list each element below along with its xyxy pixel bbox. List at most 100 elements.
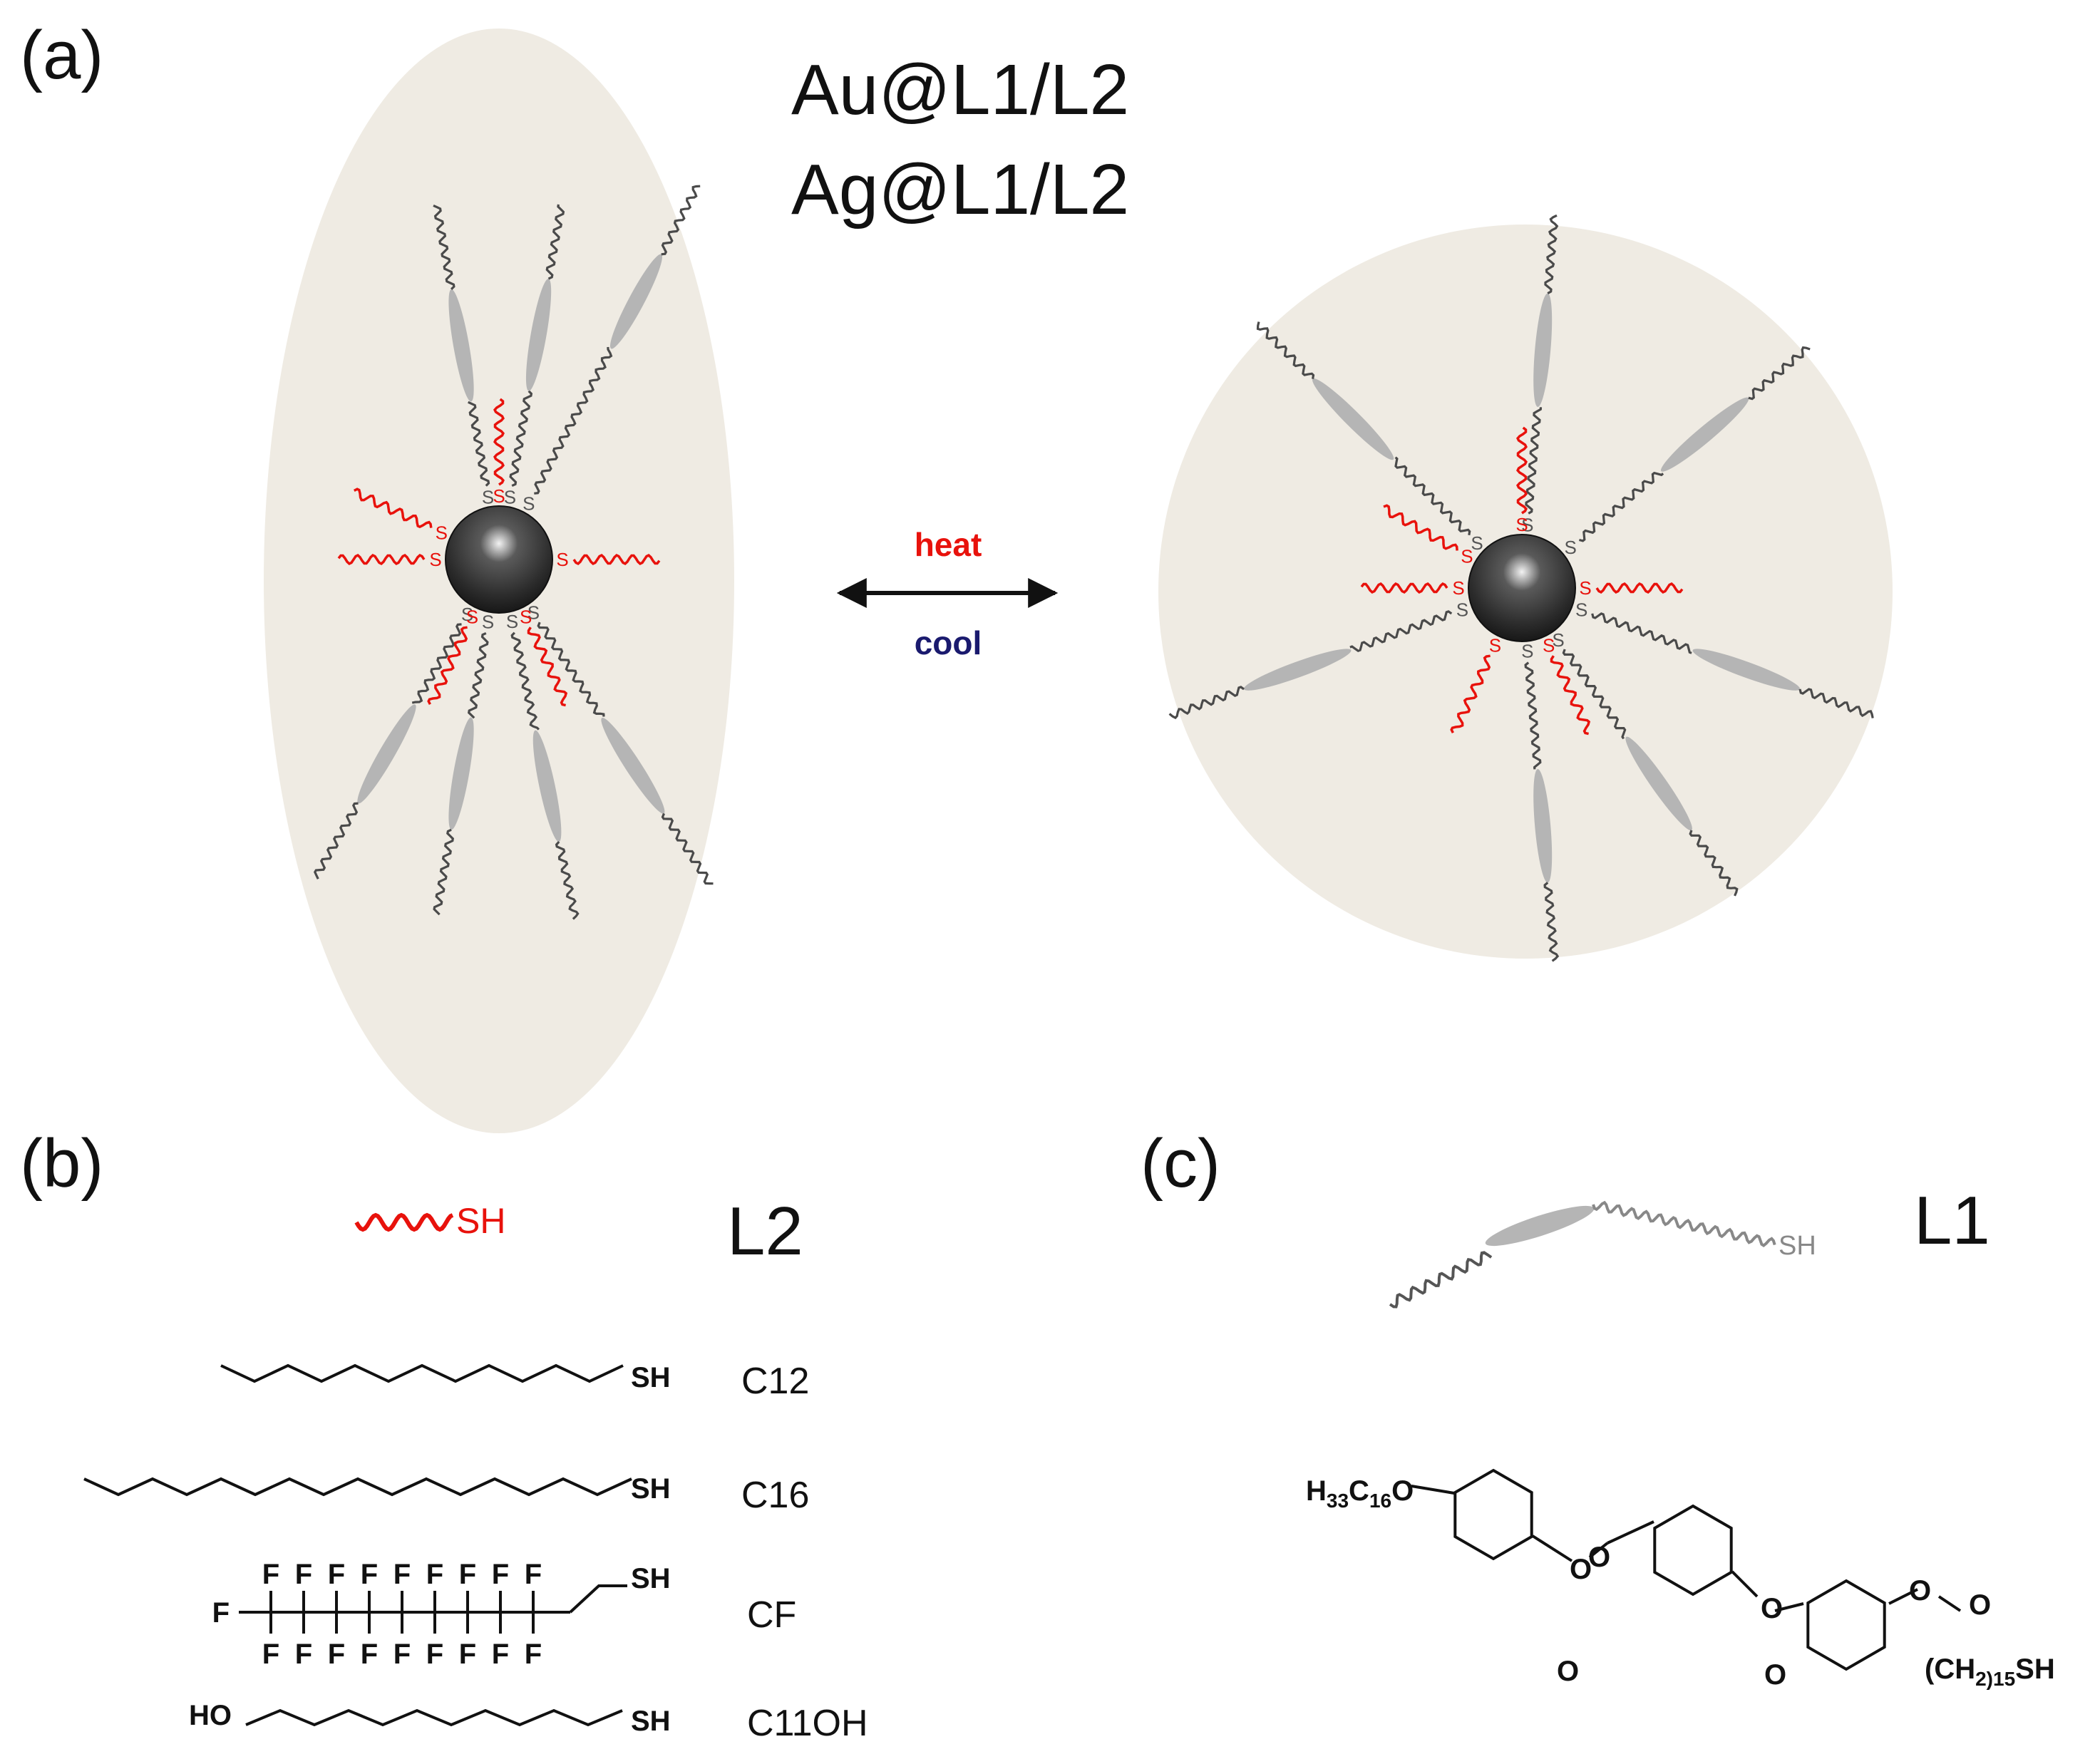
l1-outer-chain <box>555 841 580 920</box>
mesogen-rod <box>1692 649 1801 691</box>
cf-f-top: F <box>426 1559 443 1590</box>
mesogen-rod <box>1533 769 1553 883</box>
cf-f-top: F <box>525 1559 542 1590</box>
l2-chain <box>1360 582 1448 594</box>
l1-outer-chain <box>314 802 359 880</box>
panel-c-label: (c) <box>1141 1125 1220 1202</box>
sulfur-label: S <box>520 607 532 628</box>
cf-f-bottom: F <box>426 1639 443 1670</box>
c12-structure <box>220 1363 624 1383</box>
c11oh-zigzag <box>245 1708 623 1727</box>
l1-o-4: O <box>1764 1659 1786 1691</box>
l1-inner-chain <box>537 621 605 717</box>
l2-chain <box>1383 504 1458 551</box>
bond <box>1731 1570 1759 1598</box>
sulfur-label: S <box>1565 537 1577 558</box>
l1-symbol-rod <box>1485 1205 1595 1247</box>
bond <box>1531 1535 1573 1562</box>
l1-inner-chain <box>468 401 490 487</box>
bond <box>1588 1542 1609 1559</box>
l1-outer-chain <box>545 204 565 280</box>
c11oh-name: C11OH <box>747 1703 868 1744</box>
cf-f-bottom: F <box>459 1639 476 1670</box>
bond <box>1774 1602 1804 1612</box>
panel-a-label: (a) <box>20 17 103 93</box>
cf-f-top: F <box>361 1559 378 1590</box>
l1-name: L1 <box>1914 1182 1990 1259</box>
l1-outer-chain <box>433 204 455 290</box>
l1-outer-chain <box>1543 882 1560 962</box>
l1-inner-chain <box>1578 471 1664 542</box>
c11oh-sh: SH <box>631 1706 671 1737</box>
mesogen-rod <box>1243 649 1352 691</box>
bond <box>1888 1588 1918 1605</box>
l1-outer-chain <box>1256 321 1315 379</box>
l1-inner-chain <box>467 631 489 719</box>
metal-core <box>1468 534 1576 642</box>
sulfur-label: S <box>527 602 540 624</box>
mesogen-rod <box>448 289 474 402</box>
sulfur-label: S <box>556 549 568 570</box>
l2-name: L2 <box>727 1193 803 1269</box>
c12-sh: SH <box>631 1362 671 1393</box>
l1-outer-chain <box>661 185 701 256</box>
l2-chain <box>572 554 661 565</box>
l2-chain <box>1516 426 1528 515</box>
mesogen-rod <box>601 717 665 814</box>
cf-f-top: F <box>492 1559 509 1590</box>
sulfur-label: S <box>1521 514 1533 535</box>
l1-outer-chain <box>1168 686 1245 720</box>
l1-o-7: O <box>1557 1656 1579 1687</box>
l1-outer-chain <box>1689 830 1739 897</box>
cf-sh: SH <box>631 1563 671 1594</box>
l1-ligand-symbol <box>1389 1200 1776 1309</box>
l1-symbol-sh: SH <box>1779 1231 1816 1261</box>
bond <box>1937 1595 1962 1612</box>
mesogen-rod <box>448 717 474 830</box>
l1-inner-chain <box>534 346 613 495</box>
bond <box>1411 1485 1455 1495</box>
metal-core <box>445 505 553 614</box>
l1-o-5: O <box>1909 1575 1931 1606</box>
l2-chain <box>354 488 433 529</box>
sulfur-label: S <box>1543 635 1555 656</box>
l1-tail: (CH2)15SH <box>1925 1654 2055 1690</box>
sulfur-label: S <box>493 485 505 507</box>
cf-f-top: F <box>459 1559 476 1590</box>
l1-inner-chain <box>1394 456 1471 536</box>
cf-f-bottom: F <box>361 1639 378 1670</box>
c16-structure <box>83 1477 632 1497</box>
l1-inner-chain <box>510 631 540 731</box>
cf-f-bottom: F <box>295 1639 312 1670</box>
l1-o-6: O <box>1969 1589 1991 1621</box>
l1-o-2: O <box>1588 1542 1610 1573</box>
mesogen-rod <box>525 279 552 391</box>
sulfur-label: S <box>1521 641 1533 662</box>
l1-outer-chain <box>1748 346 1811 401</box>
bond <box>1607 1520 1654 1544</box>
benzene-ring-3 <box>1806 1579 1886 1671</box>
sulfur-label: S <box>506 611 518 632</box>
sulfur-label: S <box>1471 532 1483 554</box>
l2-chain <box>1595 582 1684 594</box>
sulfur-label: S <box>436 522 448 543</box>
sulfur-label: S <box>1461 546 1473 567</box>
mesogen-rod <box>532 730 562 842</box>
l2-chain <box>493 398 505 486</box>
sulfur-label: S <box>1515 514 1528 535</box>
panel-b-label: (b) <box>20 1125 103 1202</box>
mesogen-rod <box>1533 293 1553 407</box>
l2-wave <box>354 1212 454 1232</box>
sulfur-label: S <box>504 486 516 507</box>
l2-chain <box>527 626 568 707</box>
cf-f-top: F <box>262 1559 279 1590</box>
l2-chain <box>1550 655 1591 736</box>
cf-ethyl <box>569 1584 627 1614</box>
l1-inner-chain <box>509 390 533 488</box>
cf-name: CF <box>747 1594 796 1636</box>
l1-inner-chain <box>1524 661 1542 770</box>
l2-chain <box>1450 654 1491 733</box>
